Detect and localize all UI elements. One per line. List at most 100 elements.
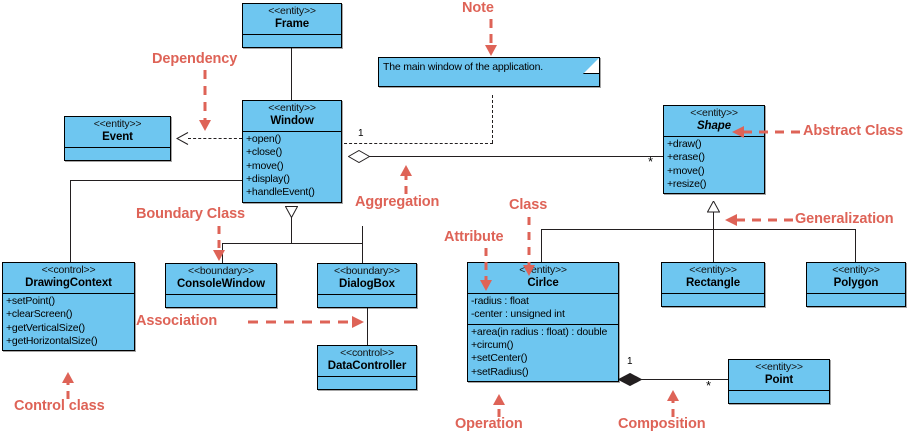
class-box-window[interactable]: <<entity>> Window +open() +close() +move… (242, 100, 342, 203)
class-stereotype: <<entity>> (268, 5, 316, 17)
annotation-class: Class (509, 197, 548, 213)
multiplicity-circle-composition: 1 (627, 356, 633, 367)
class-compartment-empty (729, 391, 829, 403)
class-stereotype: <<entity>> (832, 264, 880, 276)
class-box-dialogbox[interactable]: <<boundary>> DialogBox (317, 263, 417, 308)
class-name: Event (102, 130, 133, 143)
class-stereotype: <<control>> (41, 264, 96, 276)
class-name: Window (270, 114, 314, 127)
connector-window-event (188, 138, 242, 139)
class-box-consolewindow[interactable]: <<boundary>> ConsoleWindow (165, 263, 277, 308)
class-stereotype: <<entity>> (755, 361, 803, 373)
generalization-arrowhead-shape (707, 201, 720, 213)
class-stereotype: <<control>> (340, 347, 394, 359)
operation: +resize() (667, 177, 707, 190)
class-box-polygon[interactable]: <<entity>> Polygon (806, 262, 906, 307)
class-operations-window: +open() +close() +move() +display() +han… (243, 132, 341, 202)
annotation-attribute: Attribute (444, 229, 504, 245)
note-box[interactable]: The main window of the application. (378, 57, 600, 87)
annotation-note: Note (462, 0, 494, 16)
operation: +clearScreen() (6, 308, 73, 321)
class-header-point: <<entity>> Point (729, 360, 829, 391)
operation: +open() (246, 132, 282, 145)
connector-window-shape (369, 156, 663, 157)
operation: +close() (246, 146, 283, 159)
connector-window-subclasses-bus (222, 243, 362, 244)
class-box-drawingcontext[interactable]: <<control>> DrawingContext +setPoint() +… (2, 262, 135, 352)
operation: +setRadius() (471, 365, 529, 378)
class-name: DialogBox (339, 277, 395, 290)
class-name: Rectangle (685, 276, 741, 289)
annotation-arrow-attribute (478, 248, 494, 292)
operation: +move() (667, 164, 705, 177)
class-box-point[interactable]: <<entity>> Point (728, 359, 830, 404)
class-header-dialogbox: <<boundary>> DialogBox (318, 264, 416, 295)
operation: +handleEvent() (246, 186, 315, 199)
annotation-arrow-dependency (197, 70, 213, 132)
annotation-arrow-boundary-class (211, 226, 227, 262)
class-header-window: <<entity>> Window (243, 101, 341, 132)
class-compartment-empty (166, 295, 276, 307)
annotation-generalization: Generalization (795, 211, 894, 227)
class-stereotype: <<entity>> (689, 264, 737, 276)
operation: +circum() (471, 338, 514, 351)
class-box-frame[interactable]: <<entity>> Frame (242, 3, 342, 48)
class-box-rectangle[interactable]: <<entity>> Rectangle (661, 262, 765, 307)
operation: +getHorizontalSize() (6, 334, 98, 347)
annotation-arrow-control-class (60, 371, 76, 399)
operation: +display() (246, 172, 290, 185)
class-name: Polygon (833, 276, 879, 289)
class-header-circle: <<entity>> Cirlce (468, 263, 618, 294)
annotation-arrow-class (521, 217, 537, 277)
annotation-arrow-composition (665, 389, 681, 417)
note-anchor-horizontal (339, 143, 493, 144)
class-header-rectangle: <<entity>> Rectangle (662, 263, 764, 294)
class-box-shape[interactable]: <<entity>> Shape +draw() +erase() +move(… (663, 105, 765, 195)
class-compartment-empty (65, 148, 170, 160)
operation: +erase() (667, 151, 705, 164)
connector-rectangle-riser (713, 229, 714, 262)
multiplicity-shape-aggregation: * (648, 154, 654, 169)
connector-window-drawingcontext-top (70, 180, 242, 181)
connector-window-subclass-riser (291, 226, 292, 243)
class-header-event: <<entity>> Event (65, 117, 170, 148)
annotation-operation: Operation (455, 416, 523, 432)
attribute: -center : unsigned int (471, 308, 565, 321)
class-operations-shape: +draw() +erase() +move() +resize() (664, 137, 764, 194)
connector-dialogbox-datacontroller (367, 300, 368, 345)
operation: +move() (246, 159, 284, 172)
connector-dialogbox-drop (362, 226, 363, 263)
class-name: Frame (274, 17, 310, 30)
note-text: The main window of the application. (383, 61, 543, 73)
annotation-abstract-class: Abstract Class (803, 123, 904, 139)
annotation-aggregation: Aggregation (355, 194, 440, 210)
class-stereotype: <<boundary>> (334, 265, 400, 277)
class-compartment-empty (318, 377, 416, 389)
connector-shape-subclasses-bus (541, 229, 855, 230)
class-box-datacontroller[interactable]: <<control>> DataController (317, 345, 417, 390)
connector-window-drawingcontext-vert (70, 180, 71, 262)
attribute: -radius : float (471, 294, 529, 307)
class-box-circle[interactable]: <<entity>> Cirlce -radius : float -cente… (467, 262, 619, 383)
multiplicity-point-composition: * (706, 378, 712, 393)
annotation-arrow-association (248, 314, 366, 330)
class-stereotype: <<entity>> (690, 107, 738, 119)
class-compartment-empty (807, 294, 905, 306)
aggregation-diamond-window (348, 150, 370, 163)
class-box-event[interactable]: <<entity>> Event (64, 116, 171, 161)
annotation-arrow-note (483, 19, 499, 57)
class-header-drawingcontext: <<control>> DrawingContext (3, 263, 134, 294)
operation: +setCenter() (471, 352, 528, 365)
class-stereotype: <<entity>> (93, 118, 142, 130)
annotation-arrow-aggregation (398, 164, 414, 194)
class-name: DrawingContext (25, 276, 112, 289)
class-attributes-circle: -radius : float -center : unsigned int (468, 294, 618, 325)
annotation-arrow-abstract-class (730, 124, 800, 140)
class-name: DataController (327, 359, 407, 372)
class-name: Cirlce (527, 276, 559, 289)
class-stereotype: <<boundary>> (188, 265, 254, 277)
annotation-composition: Composition (618, 416, 706, 432)
class-compartment-empty (662, 294, 764, 306)
operation: +draw() (667, 137, 702, 150)
annotation-control-class: Control class (14, 398, 105, 414)
